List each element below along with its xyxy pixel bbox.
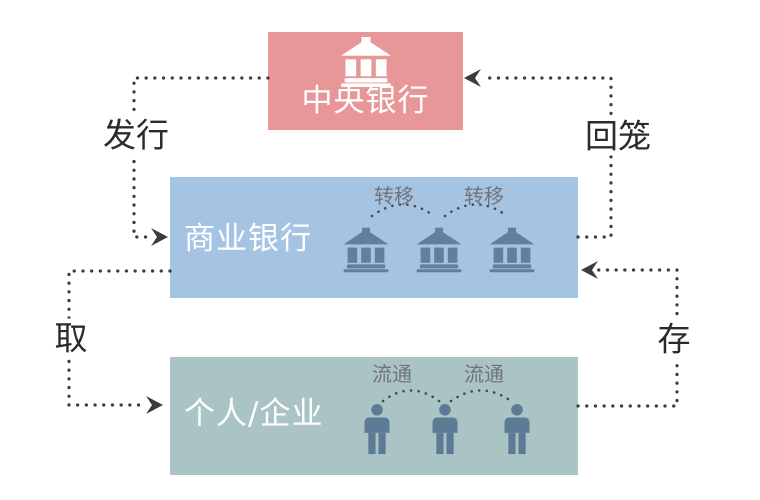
arrowhead-recall: [464, 69, 481, 87]
node-label-central-bank: 中央银行: [301, 83, 430, 119]
arrowhead-deposit: [581, 261, 598, 279]
node-label-individuals: 个人/企业: [184, 396, 324, 432]
bank-icon: [337, 37, 395, 87]
arrowhead-issue: [151, 228, 168, 246]
bank-icon: [415, 223, 463, 277]
bank-icon: [488, 223, 536, 277]
flow-label-issue: 发行: [101, 115, 171, 155]
node-label-commercial-bank: 商业银行: [184, 221, 312, 257]
inner-label-transfer-2: 转移: [464, 184, 504, 208]
node-central-bank: 中央银行: [268, 32, 463, 130]
person-icon: [429, 403, 461, 457]
node-individuals: 个人/企业: [170, 357, 578, 475]
person-icon: [501, 403, 533, 457]
flow-label-withdraw: 取: [52, 318, 90, 358]
inner-label-circulation-1: 流通: [372, 362, 412, 386]
bank-icon: [342, 223, 390, 277]
flow-label-deposit: 存: [655, 319, 693, 359]
inner-label-circulation-2: 流通: [464, 362, 504, 386]
arrowhead-withdraw: [146, 396, 163, 414]
person-icon: [361, 403, 393, 457]
inner-label-transfer-1: 转移: [374, 184, 414, 208]
flow-label-recall: 回笼: [583, 116, 653, 156]
